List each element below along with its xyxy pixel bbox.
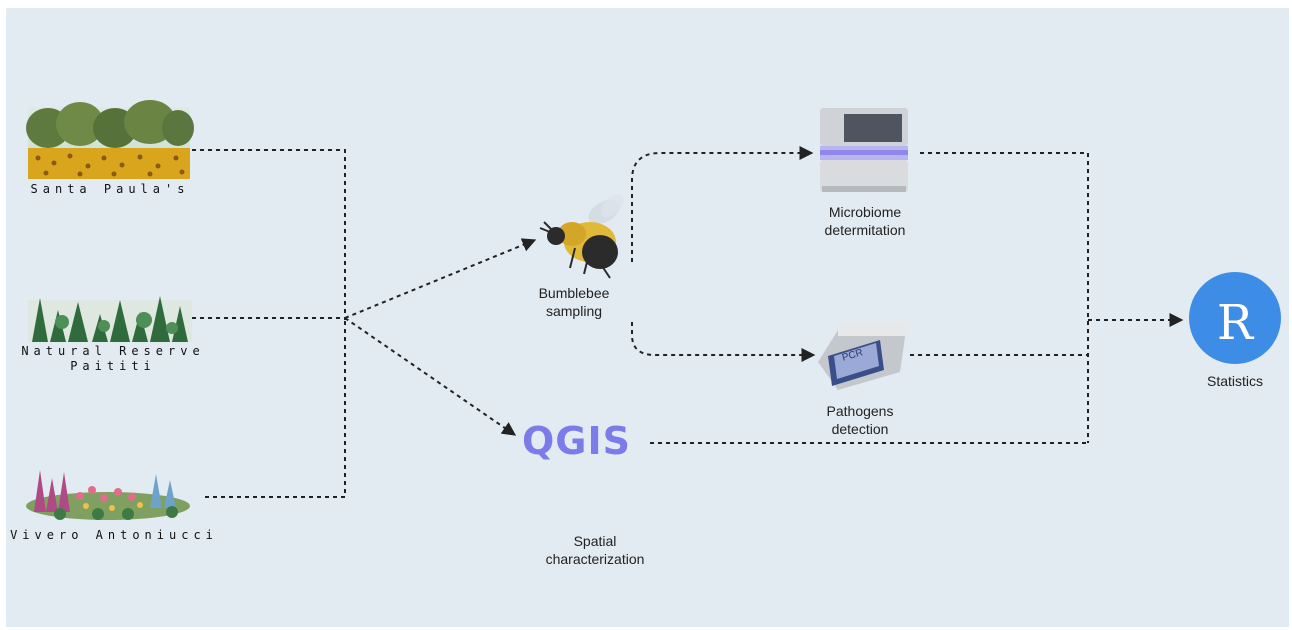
- bumblebee-label-line1: Bumblebee: [538, 285, 610, 301]
- bumblebee-icon: [539, 194, 624, 279]
- bumblebee-label-line2: sampling: [545, 303, 603, 319]
- spatial-label: Spatial characterization: [520, 532, 670, 568]
- pathogens-label-line2: detection: [831, 421, 889, 437]
- pathogens-label-line1: Pathogens: [826, 403, 894, 419]
- flower-garden-icon: [26, 470, 190, 520]
- microbiome-label-line2: determitation: [824, 222, 906, 238]
- microbiome-label-line1: Microbiome: [828, 204, 902, 220]
- pcr-machine-icon: [818, 322, 906, 390]
- forest-icon: [28, 296, 192, 342]
- site-label-santa-paula: Santa Paula's: [30, 182, 190, 196]
- connector-santa-paula: [192, 149, 346, 320]
- site-label-vivero: Vivero Antoniucci: [10, 528, 218, 542]
- sunflower-field-icon: [26, 100, 194, 179]
- sequencer-icon: [820, 108, 908, 192]
- connectors: [192, 146, 1184, 498]
- qgis-logo: QGIS: [522, 419, 632, 463]
- connector-bee-pathogens: [631, 322, 816, 362]
- microbiome-label: Microbiome determitation: [800, 203, 930, 239]
- r-logo: [1189, 272, 1281, 364]
- connector-bee-microbiome: [631, 146, 814, 262]
- pathogens-label: Pathogens detection: [800, 402, 920, 438]
- spatial-label-line1: Spatial: [573, 533, 617, 549]
- site-label-paititi: Natural Reserve Paititi: [8, 344, 218, 374]
- connector-to-bee: [344, 238, 537, 319]
- bumblebee-label: Bumblebee sampling: [524, 284, 624, 320]
- site-label-paititi-line2: Paititi: [70, 359, 156, 373]
- site-label-paititi-line1: Natural Reserve: [21, 344, 205, 358]
- r-logo-letter: R: [1216, 295, 1254, 351]
- connector-microbiome-out: [920, 152, 1089, 443]
- connector-to-qgis: [344, 317, 517, 436]
- connector-vivero: [205, 320, 346, 498]
- spatial-label-line2: characterization: [545, 551, 645, 567]
- statistics-label: Statistics: [1206, 373, 1263, 389]
